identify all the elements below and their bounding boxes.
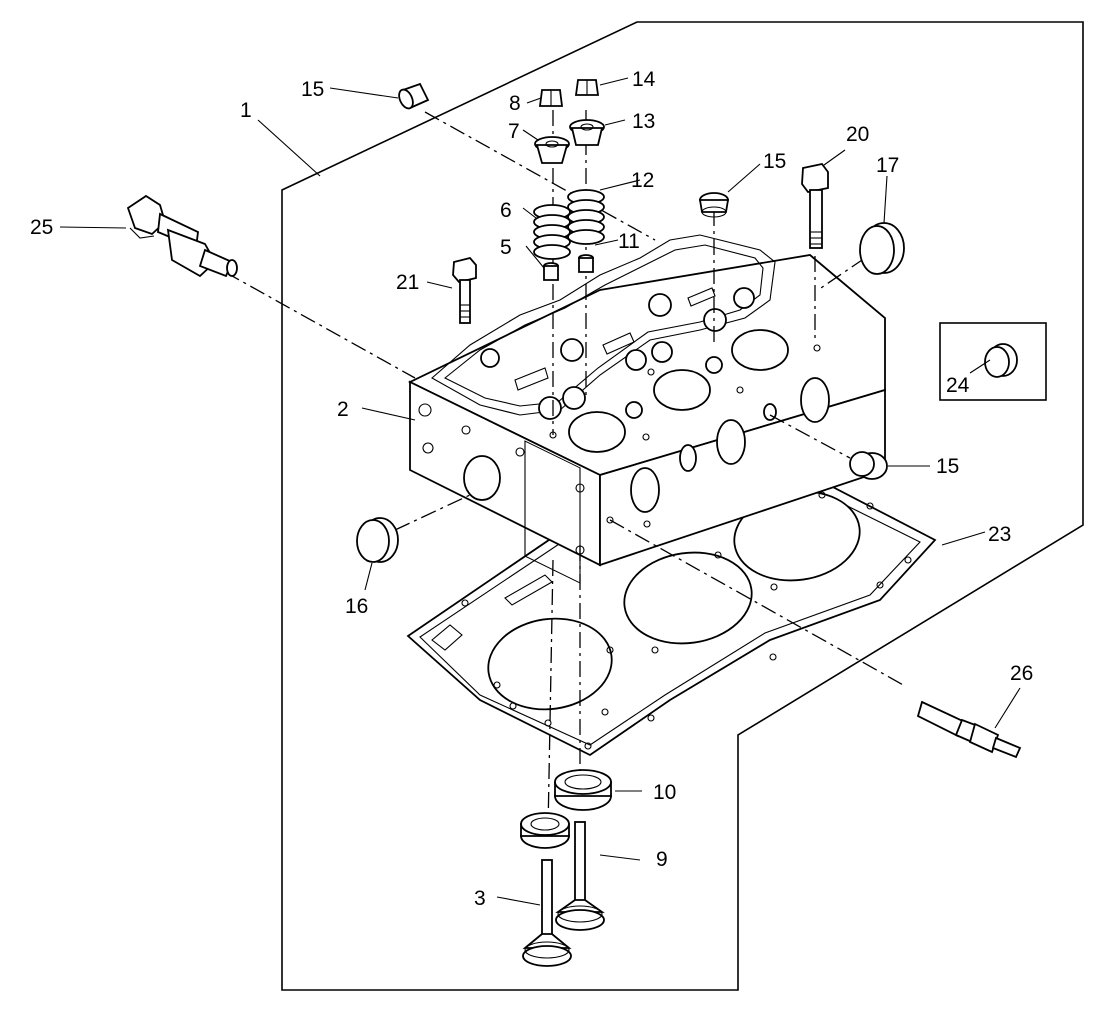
assembly-boundary xyxy=(281,21,1084,991)
part-11-seal xyxy=(578,254,594,273)
part-6-spring xyxy=(533,204,571,260)
leader-lines xyxy=(59,77,1021,906)
callout-23: 23 xyxy=(988,523,1011,546)
part-10-seat xyxy=(554,769,612,811)
callout-7: 7 xyxy=(508,120,520,143)
callout-15-center: 15 xyxy=(763,150,786,173)
callout-12: 12 xyxy=(631,169,654,192)
part-9-valve xyxy=(555,821,605,931)
callout-25: 25 xyxy=(30,216,53,239)
part-25-sensor xyxy=(126,194,238,278)
part-5-seal xyxy=(543,262,559,281)
part-16-plug xyxy=(356,517,399,563)
alignment-lines xyxy=(224,110,906,831)
callout-10: 10 xyxy=(653,781,676,804)
callout-11: 11 xyxy=(618,230,640,253)
part-26-sender xyxy=(916,700,1022,759)
callout-8: 8 xyxy=(509,92,521,115)
part-7-retainer xyxy=(534,136,570,164)
part-9-seat-insert xyxy=(520,812,570,849)
part-8-keepers xyxy=(538,89,564,107)
callout-1: 1 xyxy=(240,99,252,122)
callout-17: 17 xyxy=(876,154,899,177)
callout-16: 16 xyxy=(345,595,368,618)
part-15-cap-center xyxy=(698,192,730,218)
callout-14: 14 xyxy=(632,68,656,91)
part-15-plug-right xyxy=(849,451,888,480)
callout-2: 2 xyxy=(337,398,349,421)
callout-5: 5 xyxy=(500,236,512,259)
callout-6: 6 xyxy=(500,199,512,222)
callout-3: 3 xyxy=(474,887,486,910)
callout-21: 21 xyxy=(396,271,419,294)
part-3-valve xyxy=(522,859,572,967)
callout-labels: 1 2 3 5 6 7 8 9 10 11 12 13 14 15 15 15 … xyxy=(30,68,1033,910)
cylinder-head xyxy=(407,234,886,584)
part-12-spring xyxy=(567,189,605,245)
part-21-bolt xyxy=(452,256,477,324)
callout-13: 13 xyxy=(632,110,655,133)
callout-26: 26 xyxy=(1010,662,1033,685)
part-17-plug xyxy=(859,222,905,275)
callout-9: 9 xyxy=(656,848,668,871)
part-13-retainer xyxy=(569,119,605,146)
part-14-keepers xyxy=(574,79,600,96)
callout-15-right: 15 xyxy=(936,455,959,478)
callout-20: 20 xyxy=(846,123,869,146)
callout-24: 24 xyxy=(946,374,970,397)
callout-15-top: 15 xyxy=(301,78,324,101)
part-20-bolt xyxy=(801,163,829,249)
part-15-plug-top xyxy=(398,82,430,110)
part-24-box xyxy=(939,322,1047,401)
